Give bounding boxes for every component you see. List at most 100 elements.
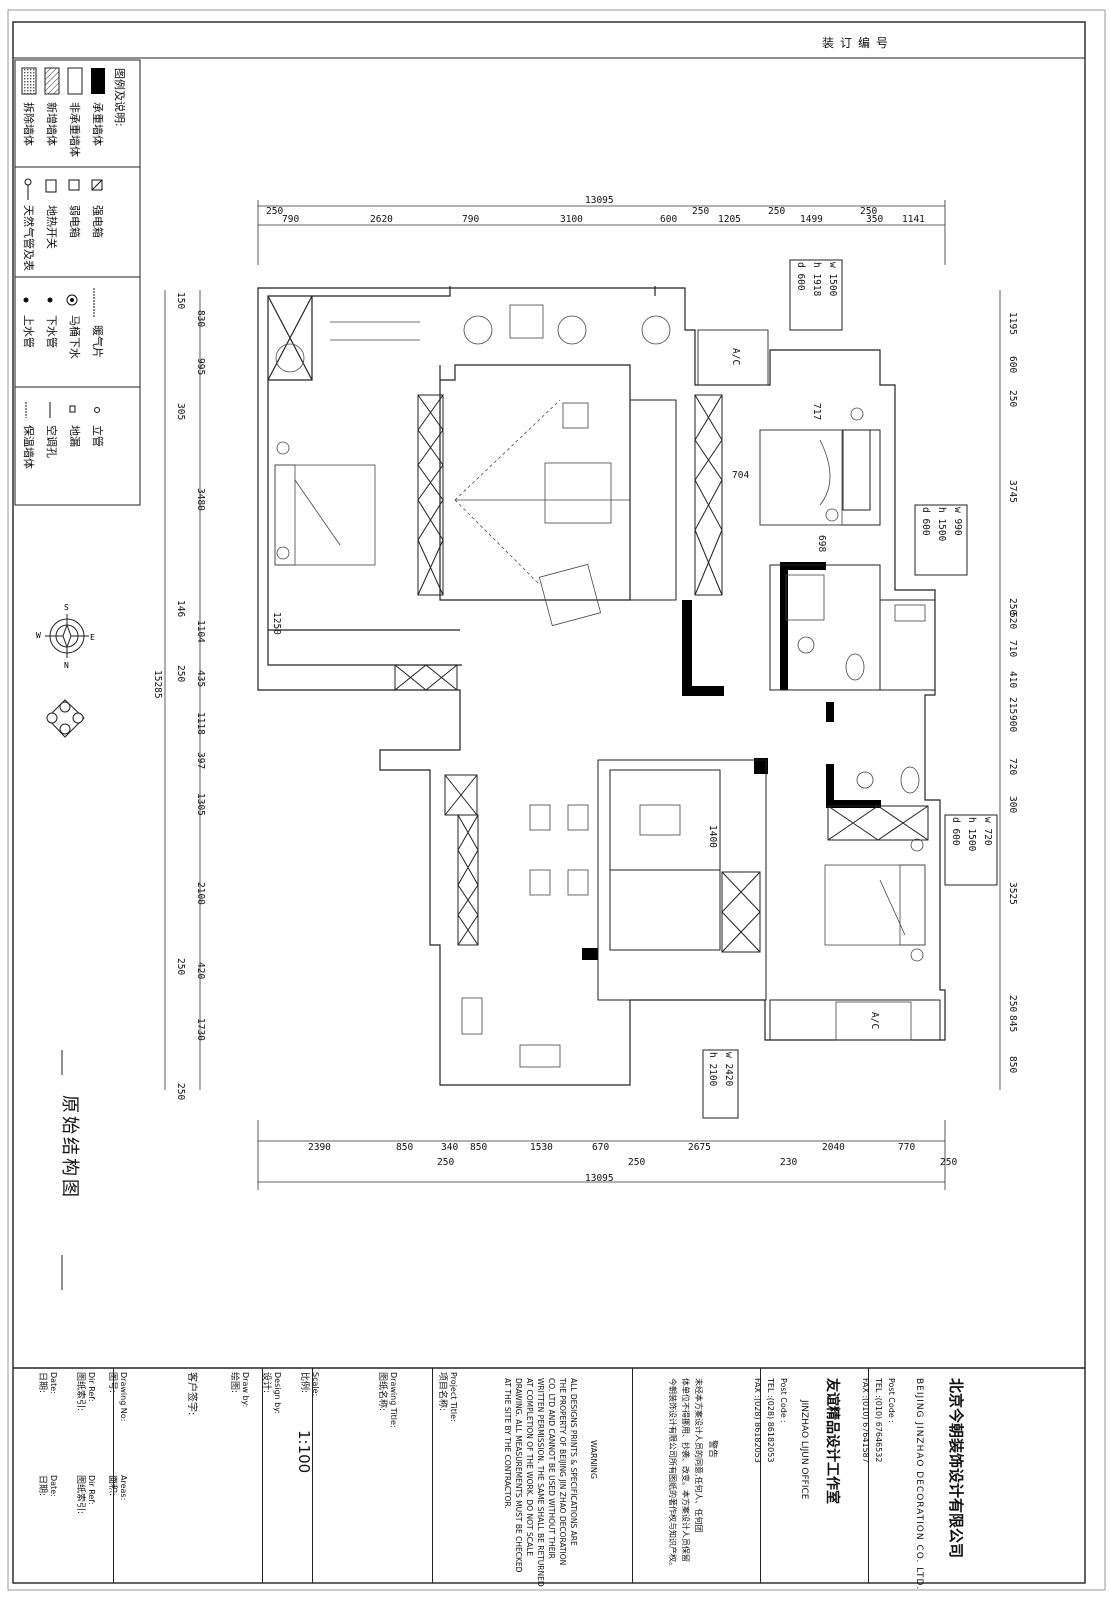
window-3-d: d 600: [950, 817, 961, 846]
client-cn: 客户签字:: [186, 1372, 197, 1416]
dim-right-16: 850: [1007, 1056, 1018, 1074]
dim-left-14: 250: [175, 958, 186, 976]
scale-value: 1:100: [295, 1430, 313, 1474]
interior-walls: [394, 329, 941, 1041]
dim-left-2: 830: [195, 310, 206, 328]
dim-bottom-s1: 250: [437, 1157, 455, 1168]
dim-right-7: 710: [1007, 640, 1018, 658]
dim-bottom-2: 850: [396, 1142, 414, 1153]
ac-label-1: A/C: [730, 348, 741, 366]
dim-top-12: 350: [866, 214, 884, 225]
dim-left-11: 397: [195, 752, 206, 770]
window-4-h: h 2100: [707, 1052, 718, 1087]
window-boxes: [702, 259, 998, 1119]
dim-top-13: 1141: [902, 214, 925, 225]
date-en: Date:: [49, 1372, 58, 1394]
draw-cn: 绘图:: [229, 1372, 239, 1394]
drawing-no-en: Drawing No:: [119, 1372, 128, 1422]
load-bearing-walls: [582, 562, 881, 960]
date2-cn: 日期:: [37, 1475, 47, 1497]
dimension-lines: [164, 200, 1001, 1190]
office-en: JINZHAO LIJUN OFFICE: [799, 1400, 809, 1500]
dim-bottom-s4: 250: [940, 1157, 958, 1168]
legend-ac-hole: 空调孔: [45, 425, 58, 458]
dim-left-6: 146: [175, 600, 186, 618]
office-tel: TEL :(028) 86182053: [766, 1378, 775, 1463]
scale-cn: 比例:: [299, 1372, 309, 1394]
legend-vertical-pipe: 立管: [91, 425, 104, 447]
project-title-en: Project Title:: [449, 1372, 458, 1422]
legend-distribution-box: 强电箱: [91, 205, 104, 238]
dim-right-15: 845: [1007, 1015, 1018, 1033]
project-title-cn: 项目名称:: [437, 1372, 447, 1412]
dim-top-5: 3100: [560, 214, 583, 225]
notice-en-7: AT THE SITE BY THE CONTRACTOR.: [503, 1378, 512, 1509]
company-en: BEIJING JINZHAO DECORATION CO. LTD.: [914, 1378, 924, 1591]
window-2-w: w 990: [952, 507, 963, 536]
dim-top-1: 250: [266, 206, 284, 217]
dim-bottom-5: 1530: [530, 1142, 553, 1153]
company-post: Post Code :: [887, 1378, 896, 1423]
dim-left-13: 2100: [195, 882, 206, 905]
svg-text:N: N: [64, 661, 69, 670]
legend-box: [14, 59, 141, 506]
company-tel: TEL :(010) 67646532: [874, 1378, 883, 1463]
dim-right-8: 410: [1007, 671, 1018, 689]
dim-top-8: 1205: [718, 214, 741, 225]
areas-en: Areas:: [119, 1475, 128, 1501]
dim-left-8: 250: [175, 665, 186, 683]
dim-bottom-9: 770: [898, 1142, 916, 1153]
dim-right-13: 3525: [1007, 882, 1018, 905]
legend-water-supply: 上水管: [22, 315, 35, 348]
dim-right-4: 3745: [1007, 480, 1018, 503]
dim-bottom-7: 2675: [688, 1142, 711, 1153]
legend-weak-box: 弱电箱: [68, 205, 81, 238]
dim-top-3: 2620: [370, 214, 393, 225]
dim-left-10: 1118: [195, 712, 206, 735]
legend-title: 图例及说明:: [113, 68, 126, 127]
notice-cn-1: 未经本方案设计人员的同意,任何人、任何团: [694, 1378, 703, 1533]
window-3-h: h 1500: [966, 817, 977, 852]
dim-left-16: 1730: [195, 1018, 206, 1041]
svg-text:E: E: [90, 633, 95, 642]
legend-load-bearing: 承重墙体: [91, 102, 104, 146]
office-post: Post Code :: [779, 1378, 788, 1423]
notice-cn-3: 今朝装饰设计有限公司所有图纸的著作权与知识产权。: [668, 1378, 677, 1570]
drawing-title: 原始结构图: [59, 1095, 80, 1200]
binding-number: 装订编号: [822, 36, 895, 50]
dim-left-4: 305: [175, 403, 186, 421]
scale-en: Scale:: [311, 1372, 320, 1397]
window-4-w: w 2420: [723, 1052, 734, 1087]
notice-en-title: WARNING: [589, 1440, 598, 1480]
office-fax: FAX :(028) 86182053: [753, 1378, 762, 1463]
company-fax: FAX :(010) 67641587: [861, 1378, 870, 1463]
notice-cn-2: 体单位不得挪用、抄袭、改变。本方案设计人员保留: [681, 1378, 690, 1562]
legend-demolish-wall: 拆除墙体: [22, 102, 35, 146]
dim-interior-704: 704: [732, 470, 750, 481]
office-cn: 友谊精品设计工作室: [824, 1378, 840, 1504]
dim-right-1: 1195: [1007, 312, 1018, 335]
overall-width-top: 13095: [585, 195, 614, 206]
date2-en: Date:: [49, 1475, 58, 1497]
window-1-d: d 600: [795, 262, 806, 291]
legend-non-load-bearing: 非承重墙体: [68, 102, 81, 157]
window-1-h: h 1918: [811, 262, 822, 297]
company-cn: 北京今朝装饰设计有限公司: [947, 1378, 965, 1559]
dim-bottom-3: 340: [441, 1142, 459, 1153]
dir-ref2-cn: 图纸索引:: [75, 1475, 85, 1515]
dim-right-14: 250: [1007, 995, 1018, 1013]
legend-floor-heat: 地热开关: [45, 205, 58, 249]
design-en: Design by:: [273, 1372, 282, 1415]
orientation-icon: [46, 699, 85, 738]
drawing-title-en: Drawing Title:: [389, 1372, 398, 1428]
dim-interior-1400: 1400: [707, 825, 718, 848]
drawing-no-cn: 图号:: [107, 1372, 117, 1394]
dim-right-6: 520: [1007, 612, 1018, 630]
drawing-title-cn: 图纸名称:: [377, 1372, 387, 1412]
window-3-w: w 720: [982, 817, 993, 846]
dim-top-6: 600: [660, 214, 678, 225]
dim-top-4: 790: [462, 214, 480, 225]
dim-bottom-s2: 250: [628, 1157, 646, 1168]
dim-top-10: 1499: [800, 214, 823, 225]
dim-bottom-1: 2390: [308, 1142, 331, 1153]
